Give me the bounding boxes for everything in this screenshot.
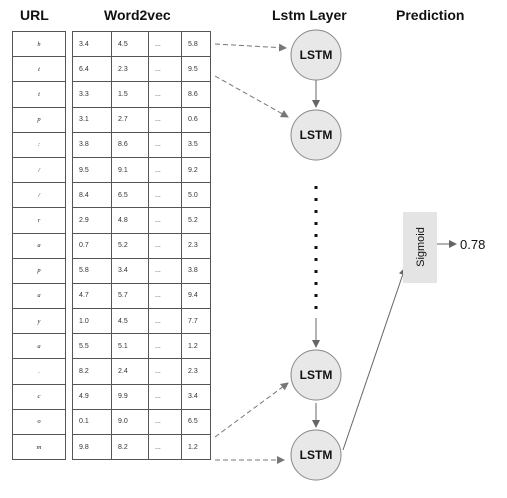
vector-cell: 2.3 <box>111 56 149 83</box>
vector-cell: 9.2 <box>181 156 211 184</box>
input-arrow-1 <box>214 43 287 52</box>
vector-cell: 9.1 <box>111 156 149 184</box>
lstm-layer-header: Lstm Layer <box>272 7 347 23</box>
vector-cell: 3.8 <box>181 257 211 284</box>
vector-cell: 5.8 <box>72 257 112 284</box>
url-row: c <box>12 383 66 410</box>
vector-cell: ... <box>148 232 182 259</box>
vector-cell: 8.2 <box>111 433 149 461</box>
vector-cell: ... <box>148 333 182 360</box>
vector-cell: 9.8 <box>72 433 112 461</box>
vector-cell: ... <box>148 106 182 133</box>
url-char-cell: / <box>12 156 66 184</box>
vector-cell: ... <box>148 56 182 83</box>
vector-cell: 8.6 <box>181 81 211 108</box>
url-char-cell: / <box>12 182 66 209</box>
vector-cell: 8.6 <box>111 131 149 158</box>
vector-cell: 7.7 <box>181 308 211 335</box>
vector-cell: 3.4 <box>181 383 211 410</box>
vector-cell: 5.2 <box>181 207 211 234</box>
input-arrow-3 <box>214 382 289 438</box>
lstm-node-label: LSTM <box>300 448 333 462</box>
url-row: o <box>12 408 66 436</box>
lstm-node-4: LSTM <box>290 429 342 481</box>
vector-cell: 1.2 <box>181 433 211 461</box>
vector-cell: ... <box>148 257 182 284</box>
lstm-node-label: LSTM <box>300 48 333 62</box>
lstm-node-3: LSTM <box>290 349 342 401</box>
vector-cell: 4.5 <box>111 30 149 58</box>
url-char-cell: h <box>12 30 66 58</box>
url-char-cell: m <box>12 433 66 461</box>
vector-cell: ... <box>148 207 182 234</box>
input-arrow-2 <box>214 75 289 118</box>
prediction-header: Prediction <box>396 7 465 23</box>
vector-cell: 9.0 <box>111 408 149 436</box>
prediction-value: 0.78 <box>460 237 485 252</box>
url-row: m <box>12 433 66 461</box>
vector-cell: 4.9 <box>72 383 112 410</box>
vector-cell: 3.4 <box>111 257 149 284</box>
vector-cell: 6.5 <box>111 182 149 209</box>
lstm-node-label: LSTM <box>300 368 333 382</box>
url-char-cell: y <box>12 308 66 335</box>
lstm-node-1: LSTM <box>290 29 342 81</box>
url-row: y <box>12 308 66 335</box>
url-char-cell: t <box>12 81 66 108</box>
url-char-cell: a <box>12 333 66 360</box>
lstm-to-sigmoid-arrow <box>342 267 407 451</box>
vector-cell: ... <box>148 383 182 410</box>
vector-cell: ... <box>148 81 182 108</box>
vector-cell: 2.3 <box>181 232 211 259</box>
sigmoid-label: Sigmoid <box>415 227 427 267</box>
lstm-node-label: LSTM <box>300 128 333 142</box>
vector-cell: 0.6 <box>181 106 211 133</box>
url-char-cell: o <box>12 408 66 436</box>
url-row: t <box>12 56 66 83</box>
vector-cell: 5.7 <box>111 282 149 310</box>
sigmoid-box: Sigmoid <box>403 212 437 283</box>
url-row: h <box>12 30 66 58</box>
url-header: URL <box>20 7 49 23</box>
vector-cell: 1.5 <box>111 81 149 108</box>
vector-cell: 6.4 <box>72 56 112 83</box>
word2vec-header: Word2vec <box>104 7 171 23</box>
url-row: t <box>12 81 66 108</box>
lstm-node-2: LSTM <box>290 109 342 161</box>
vector-cell: 1.2 <box>181 333 211 360</box>
url-row: / <box>12 182 66 209</box>
vector-cell: 5.8 <box>181 30 211 58</box>
url-row: / <box>12 156 66 184</box>
url-char-cell: t <box>12 56 66 83</box>
url-row: a <box>12 333 66 360</box>
url-char-cell: c <box>12 383 66 410</box>
vector-cell: 2.9 <box>72 207 112 234</box>
vector-cell: 3.3 <box>72 81 112 108</box>
vector-cell: 5.0 <box>181 182 211 209</box>
